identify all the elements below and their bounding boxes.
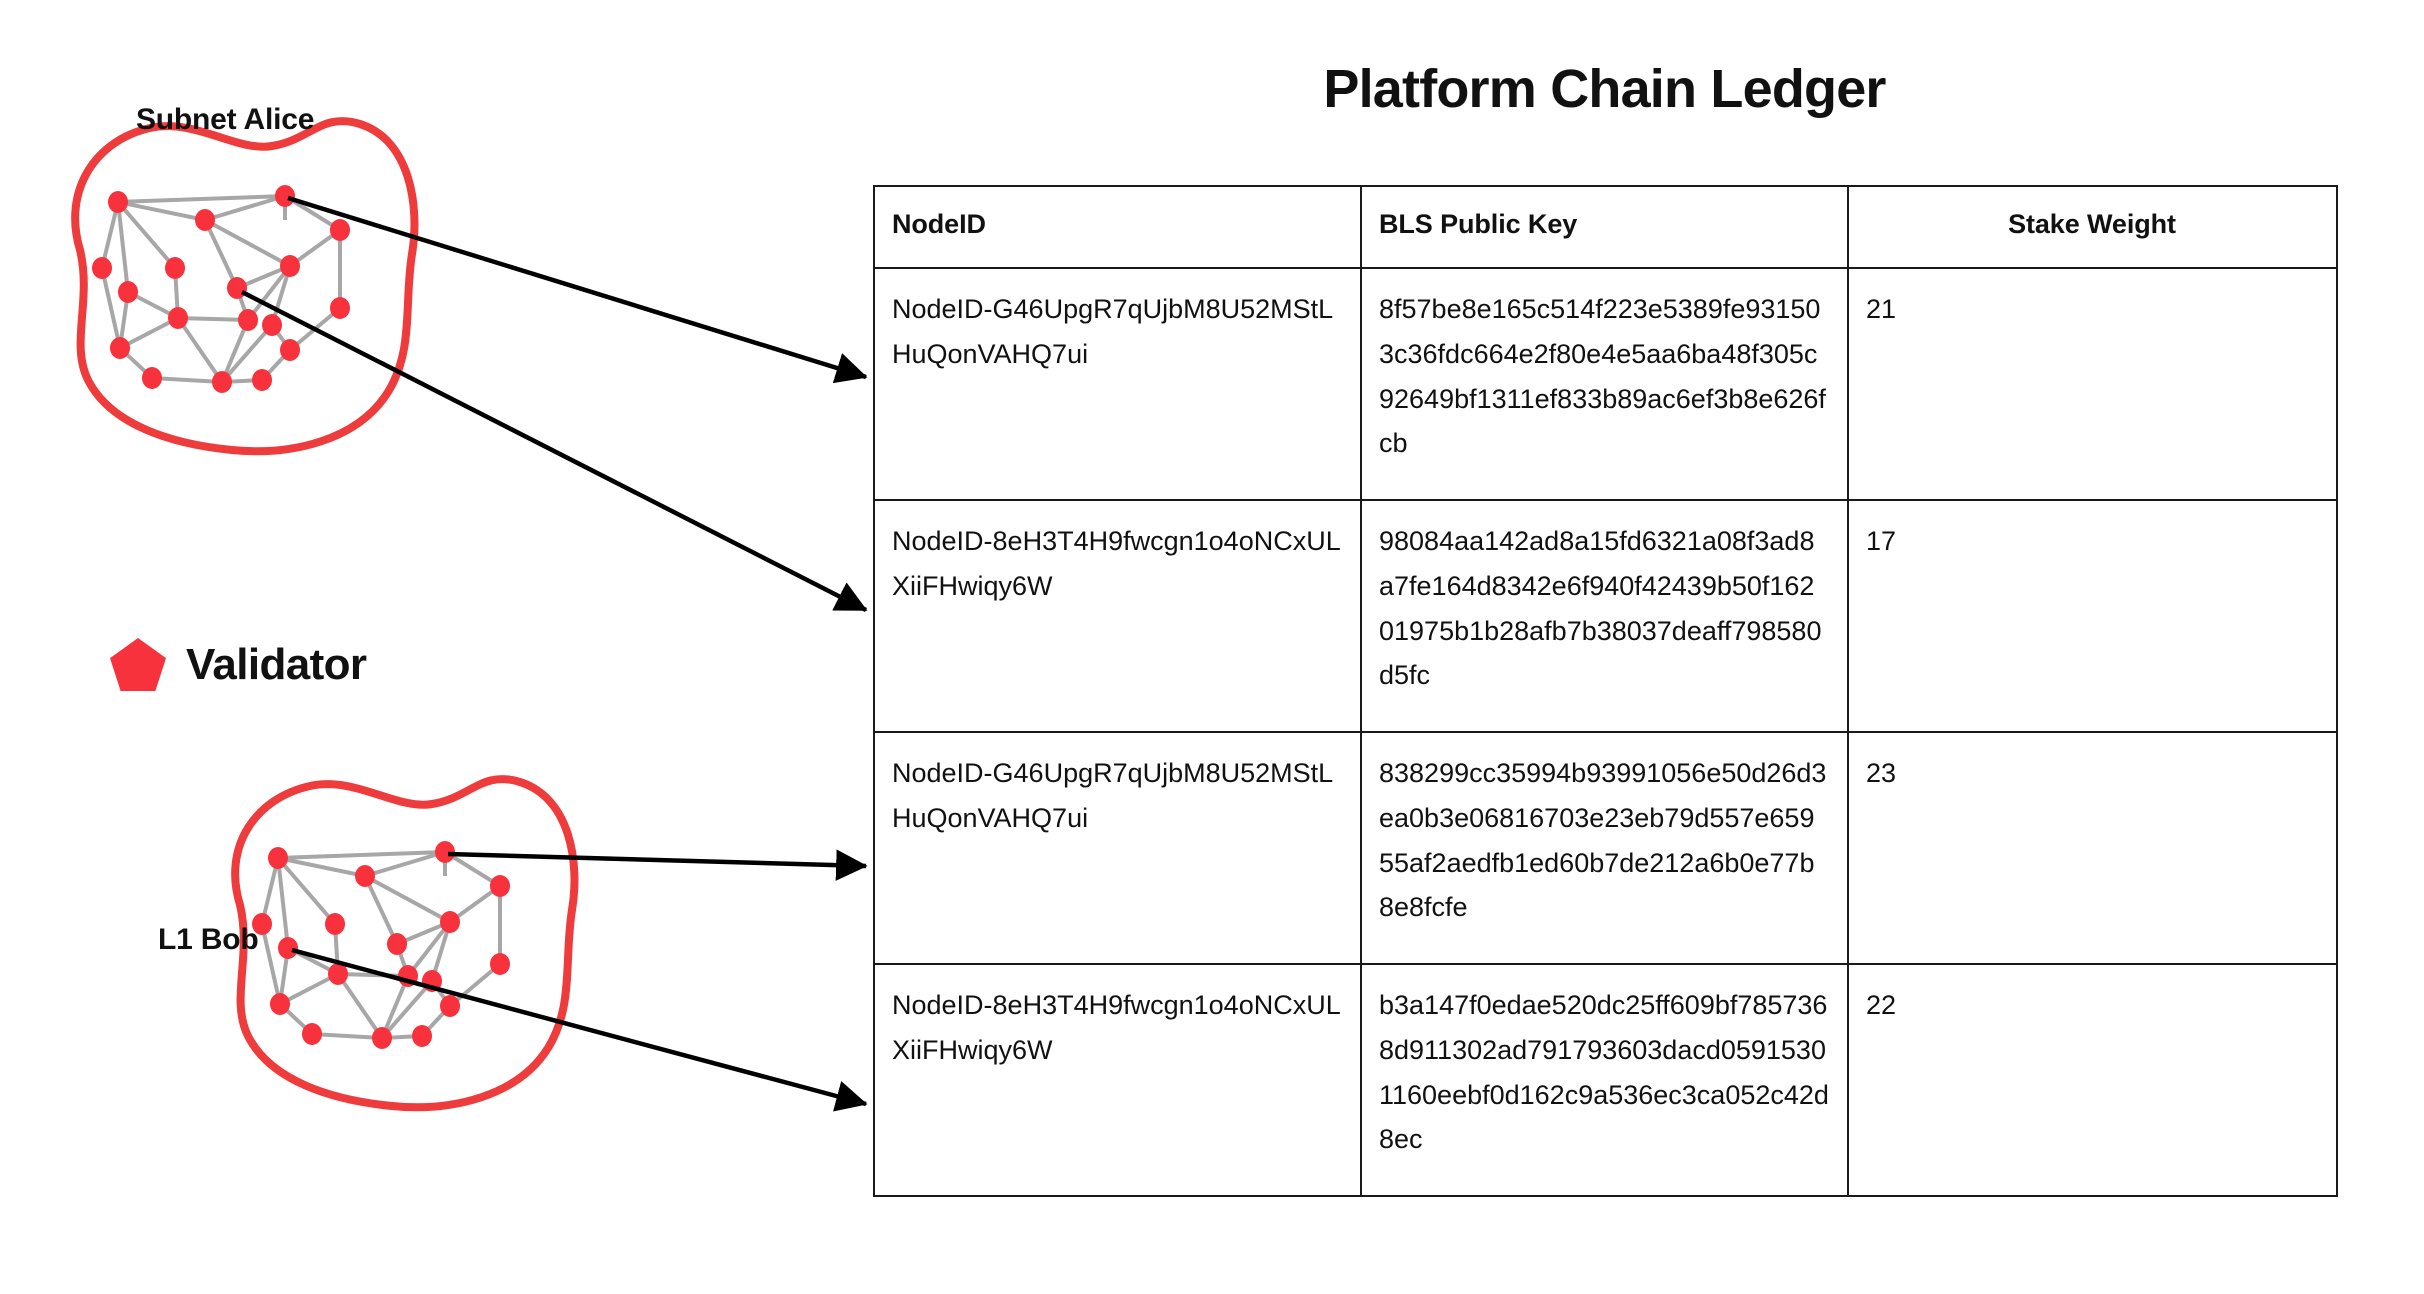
- validator-legend-label: Validator: [186, 639, 367, 689]
- cell-nodeid: NodeID-G46UpgR7qUjbM8U52MStLHuQonVAHQ7ui: [873, 267, 1362, 501]
- column-header-bls-public-key: BLS Public Key: [1360, 185, 1849, 269]
- cell-nodeid: NodeID-8eH3T4H9fwcgn1o4oNCxULXiiFHwiqy6W: [873, 499, 1362, 733]
- cell-stake-weight: 21: [1847, 267, 2338, 501]
- table-header-row: NodeID BLS Public Key Stake Weight: [873, 185, 2338, 269]
- subnet-alice-blob: [71, 117, 419, 456]
- page-title: Platform Chain Ledger: [1323, 59, 1886, 119]
- cell-stake-weight: 22: [1847, 963, 2338, 1197]
- l1-bob-label: L1 Bob: [158, 923, 259, 956]
- pentagon-icon: [110, 638, 166, 691]
- column-header-stake-weight: Stake Weight: [1847, 185, 2338, 269]
- cell-nodeid: NodeID-8eH3T4H9fwcgn1o4oNCxULXiiFHwiqy6W: [873, 963, 1362, 1197]
- network-diagram: [71, 117, 868, 1112]
- platform-chain-ledger-table: NodeID BLS Public Key Stake Weight NodeI…: [873, 185, 2338, 1197]
- graph-nodes-alice: [92, 185, 350, 393]
- table-row: NodeID-G46UpgR7qUjbM8U52MStLHuQonVAHQ7ui…: [873, 267, 2338, 501]
- cell-bls-public-key: 8f57be8e165c514f223e5389fe931503c36fdc66…: [1360, 267, 1849, 501]
- arrow-bob-to-row4: [291, 947, 868, 1112]
- l1-bob-blob: [231, 775, 579, 1112]
- cell-bls-public-key: b3a147f0edae520dc25ff609bf7857368d911302…: [1360, 963, 1849, 1197]
- arrow-bob-to-row3: [447, 849, 868, 881]
- arrow-alice-to-row2: [240, 289, 868, 613]
- arrow-alice-to-row1: [287, 195, 868, 384]
- diagram-panel: Subnet Alice L1 Bob Validator: [0, 0, 870, 1294]
- cell-stake-weight: 23: [1847, 731, 2338, 965]
- column-header-nodeid: NodeID: [873, 185, 1362, 269]
- cell-nodeid: NodeID-G46UpgR7qUjbM8U52MStLHuQonVAHQ7ui: [873, 731, 1362, 965]
- table-row: NodeID-G46UpgR7qUjbM8U52MStLHuQonVAHQ7ui…: [873, 731, 2338, 965]
- cell-bls-public-key: 98084aa142ad8a15fd6321a08f3ad8a7fe164d83…: [1360, 499, 1849, 733]
- cell-bls-public-key: 838299cc35994b93991056e50d26d3ea0b3e0681…: [1360, 731, 1849, 965]
- subnet-alice-label: Subnet Alice: [136, 103, 315, 136]
- cell-stake-weight: 17: [1847, 499, 2338, 733]
- table-row: NodeID-8eH3T4H9fwcgn1o4oNCxULXiiFHwiqy6W…: [873, 963, 2338, 1197]
- validator-legend: Validator: [110, 638, 367, 691]
- table-row: NodeID-8eH3T4H9fwcgn1o4oNCxULXiiFHwiqy6W…: [873, 499, 2338, 733]
